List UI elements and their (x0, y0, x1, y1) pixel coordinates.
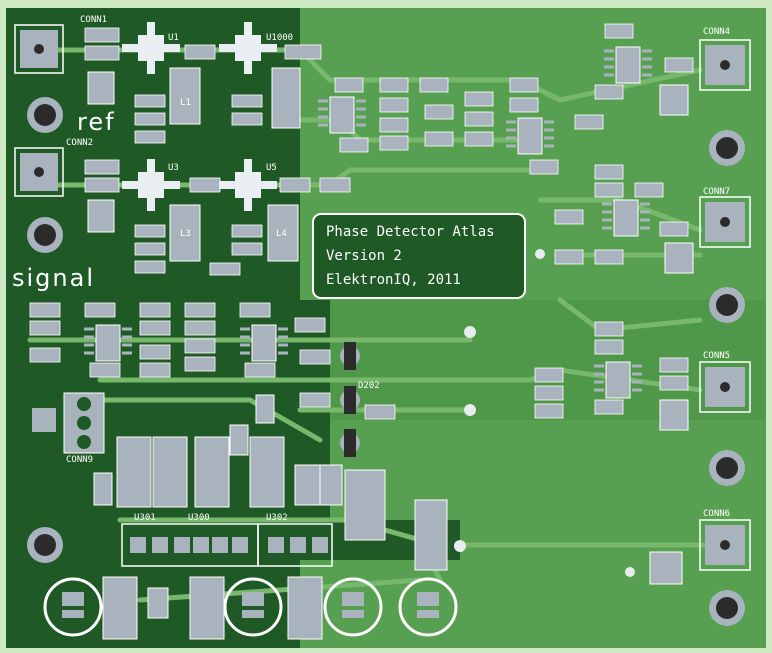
diode (249, 436, 285, 508)
ic-package (604, 46, 652, 84)
led (340, 386, 360, 414)
small-part (255, 394, 275, 424)
l4-label: L4 (276, 229, 287, 239)
diode (116, 436, 152, 508)
light-pour-mid (330, 300, 766, 420)
diode (189, 576, 225, 640)
title-box (312, 213, 526, 299)
u1000-label: U1000 (266, 33, 293, 43)
small-part (229, 424, 249, 456)
small-part (93, 472, 113, 506)
small-part (147, 587, 169, 619)
ic-package (318, 96, 366, 134)
regulator-headers (121, 523, 333, 567)
u300-label: U300 (188, 513, 210, 523)
mounting-hole (27, 217, 63, 253)
u301-label: U301 (134, 513, 156, 523)
ic-package (240, 324, 288, 362)
mounting-hole (27, 527, 63, 563)
smd-pads (29, 23, 694, 420)
connector-footprint (14, 24, 64, 74)
ref-label: ref (77, 108, 116, 136)
transistor (87, 71, 115, 105)
amp-footprint (219, 159, 277, 211)
inductor-l1 (169, 67, 201, 125)
mounting-hole (709, 130, 745, 166)
ic-package (594, 361, 642, 399)
conn1-label: CONN1 (80, 15, 107, 25)
small-part (319, 464, 343, 506)
leds (340, 342, 360, 457)
diode (194, 436, 230, 508)
transistor (87, 199, 115, 233)
title-line-1: Phase Detector Atlas (326, 224, 495, 240)
title-line-2: Version 2 (326, 248, 402, 264)
u3-label: U3 (168, 163, 179, 173)
l1-label: L1 (180, 98, 191, 108)
connector-footprint (699, 39, 751, 91)
inductor-part (271, 67, 301, 129)
ic-package (84, 324, 132, 362)
transistor (649, 551, 683, 585)
ic-package (506, 117, 554, 155)
diode (414, 499, 448, 571)
large-parts (87, 67, 694, 585)
electrolytic-cap (223, 577, 283, 637)
conn9-footprint (32, 392, 105, 454)
electrolytic-cap (323, 577, 383, 637)
conn6-label: CONN6 (703, 509, 730, 519)
sma-connectors (14, 24, 751, 571)
small-part (294, 464, 322, 506)
title-line-3: ElektronIQ, 2011 (326, 272, 461, 288)
electrolytic-cap (43, 577, 103, 637)
regulator (344, 469, 386, 541)
soic-chips (84, 46, 652, 399)
connector-footprint (699, 196, 751, 248)
connector-footprint (14, 147, 64, 197)
conn2-label: CONN2 (66, 138, 93, 148)
rf-amps (122, 22, 277, 211)
trace (137, 577, 423, 603)
mounting-holes (27, 97, 745, 626)
diode-row (93, 394, 448, 640)
inductor-l4 (267, 204, 299, 262)
led (340, 342, 360, 370)
mounting-hole (709, 287, 745, 323)
u1-label: U1 (168, 33, 179, 43)
transistor (659, 399, 689, 431)
trace (87, 397, 323, 443)
diode (287, 576, 323, 640)
diode (152, 436, 188, 508)
mounting-hole (709, 450, 745, 486)
u302-label: U302 (266, 513, 288, 523)
mounting-hole (27, 97, 63, 133)
amp-footprint (122, 159, 180, 211)
conn9-label: CONN9 (66, 455, 93, 465)
connector-footprint (699, 519, 751, 571)
ic-package (602, 199, 650, 237)
vias (454, 249, 635, 577)
capacitor-pads (62, 592, 439, 618)
l3-label: L3 (180, 229, 191, 239)
transistor (664, 242, 694, 274)
transistor (659, 84, 689, 116)
d202-label: D202 (358, 381, 380, 391)
u5-label: U5 (266, 163, 277, 173)
conn7-label: CONN7 (703, 187, 730, 197)
electrolytic-cap (398, 577, 458, 637)
conn5-label: CONN5 (703, 351, 730, 361)
diode (102, 576, 138, 640)
led (340, 429, 360, 457)
mounting-hole (709, 590, 745, 626)
signal-label: signal (12, 264, 95, 292)
capacitors (43, 577, 458, 637)
amp-footprint (219, 22, 277, 74)
conn4-label: CONN4 (703, 27, 730, 37)
connector-footprint (699, 361, 751, 413)
amp-footprint (122, 22, 180, 74)
inductor-l3 (169, 204, 201, 262)
